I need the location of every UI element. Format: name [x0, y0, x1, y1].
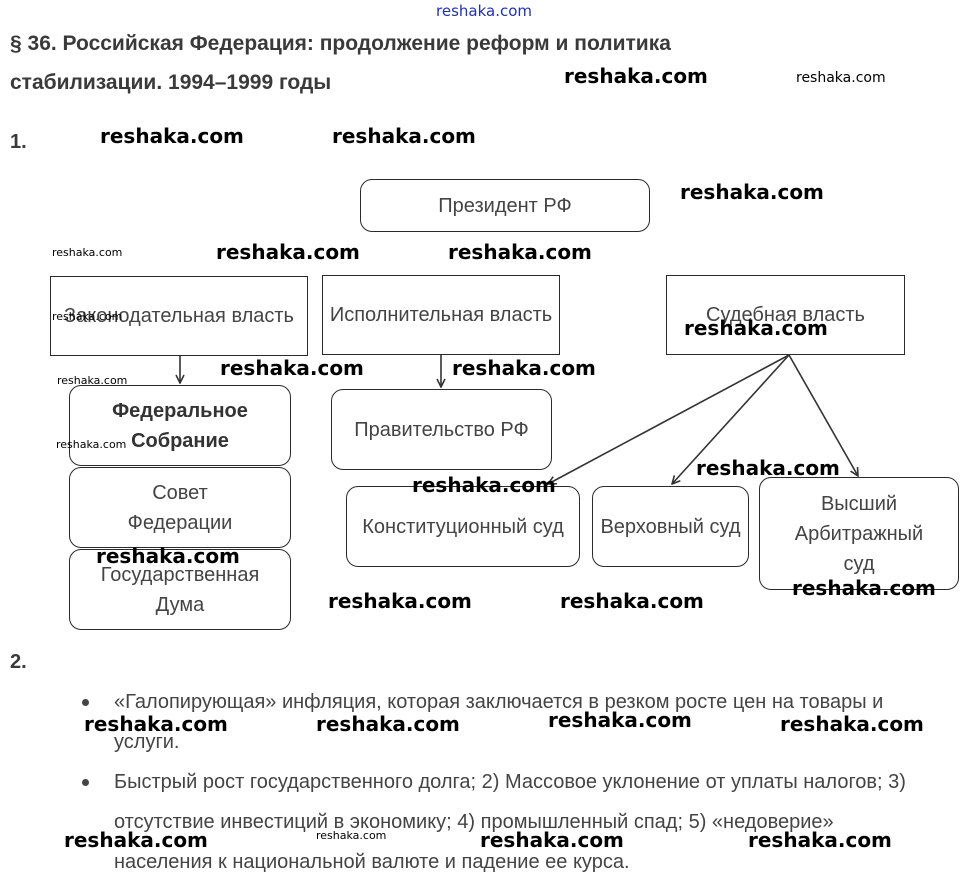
bullet-text-2: Быстрый рост государственного долга; 2) …: [114, 771, 906, 873]
watermark: reshaka.com: [560, 589, 704, 613]
watermark: reshaka.com: [220, 356, 364, 380]
watermark: reshaka.com: [316, 829, 387, 842]
box-president-label: Президент РФ: [438, 194, 572, 217]
box-state-duma: Государственная Дума: [69, 549, 291, 630]
watermark: reshaka.com: [448, 240, 592, 264]
watermark: reshaka.com: [548, 708, 692, 732]
box-supreme-court-label: Верховный суд: [600, 515, 741, 538]
box-arbitration-court: Высший Арбитражный суд: [759, 477, 959, 590]
box-government: Правительство РФ: [331, 389, 552, 470]
box-executive-label: Исполнительная власть: [329, 304, 553, 326]
watermark: reshaka.com: [328, 589, 472, 613]
section-title-line-1: § 36. Российская Федерация: продолжение …: [10, 32, 671, 55]
watermark: reshaka.com: [216, 240, 360, 264]
box-legislative-label: Законодательная власть: [64, 305, 294, 327]
arrow-judicial-to-supreme: [672, 354, 790, 484]
watermark: reshaka.com: [84, 712, 228, 736]
watermark: reshaka.com: [57, 374, 128, 387]
box-constitutional-court-label: Конституционный суд: [362, 515, 564, 538]
watermark: reshaka.com: [412, 473, 556, 497]
watermark: reshaka.com: [748, 828, 892, 852]
task-2-number: 2.: [10, 651, 27, 673]
watermark: reshaka.com: [564, 64, 708, 88]
watermark: reshaka.com: [680, 180, 824, 204]
watermark: reshaka.com: [696, 456, 840, 480]
box-state-duma-label: Государственная Дума: [100, 563, 260, 616]
box-executive: Исполнительная власть: [322, 275, 560, 355]
box-supreme-court: Верховный суд: [592, 486, 749, 567]
bullet-dot-2: [82, 779, 89, 786]
watermark: reshaka.com: [332, 124, 476, 148]
watermark: reshaka.com: [452, 356, 596, 380]
arrow-judicial-to-arbitration: [788, 354, 858, 476]
watermark: reshaka.com: [64, 828, 208, 852]
arrow-judicial-to-constitutional: [548, 354, 790, 484]
watermark: reshaka.com: [780, 712, 924, 736]
task-1-number: 1.: [10, 131, 27, 153]
box-federation-council-label: Совет Федерации: [127, 481, 233, 534]
box-arbitration-court-label: Высший Арбитражный суд: [794, 492, 924, 575]
box-judicial-label: Судебная власть: [706, 304, 865, 326]
box-legislative: Законодательная власть: [50, 276, 308, 356]
bullet-dot-1: [82, 699, 89, 706]
watermark: reshaka.com: [792, 576, 936, 600]
watermark-top: reshaka.com: [436, 2, 532, 20]
box-judicial: Судебная власть: [666, 275, 905, 355]
box-president: Президент РФ: [360, 179, 650, 232]
watermark: reshaka.com: [796, 70, 886, 86]
watermark: reshaka.com: [96, 544, 240, 568]
watermark: reshaka.com: [100, 124, 244, 148]
watermark: reshaka.com: [56, 438, 127, 451]
bullet-text-1: «Галопирующая» инфляция, которая заключа…: [114, 691, 884, 753]
watermark: reshaka.com: [684, 316, 828, 340]
box-constitutional-court: Конституционный суд: [346, 486, 580, 567]
watermark: reshaka.com: [316, 712, 460, 736]
watermark: reshaka.com: [480, 828, 624, 852]
box-federation-council: Совет Федерации: [69, 467, 291, 548]
watermark: reshaka.com: [52, 310, 123, 323]
watermark: reshaka.com: [52, 246, 123, 259]
box-government-label: Правительство РФ: [354, 418, 529, 441]
box-federal-assembly: Федеральное Собрание: [69, 385, 291, 466]
section-title-line-2: стабилизации. 1994–1999 годы: [10, 71, 332, 94]
box-federal-assembly-label: Федеральное Собрание: [112, 399, 248, 452]
